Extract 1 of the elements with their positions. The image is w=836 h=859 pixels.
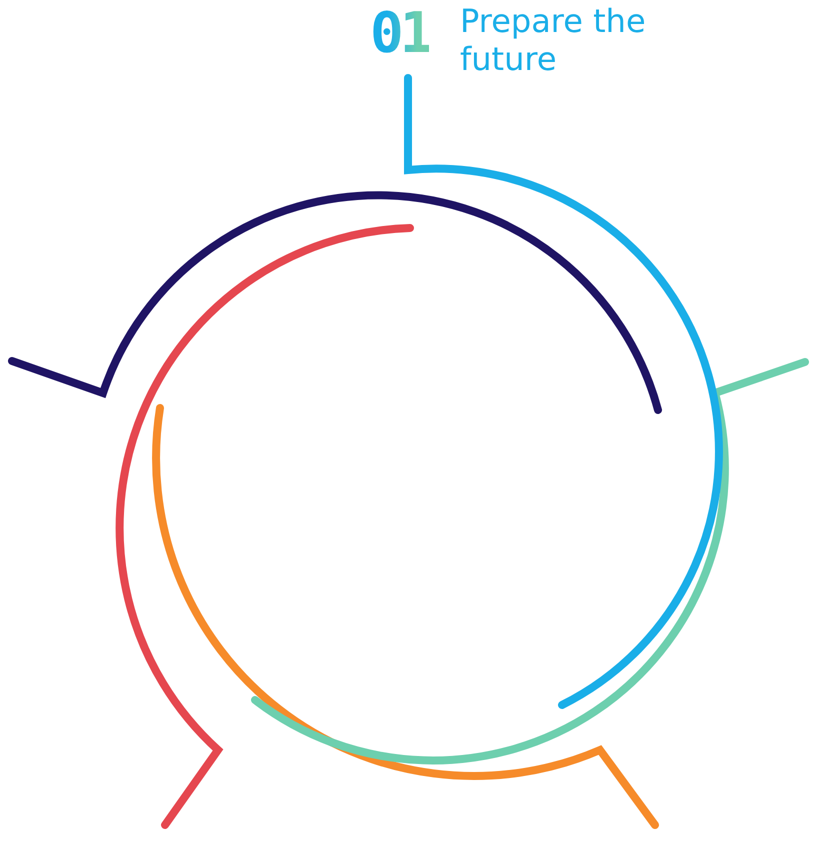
step-title: Prepare the future: [460, 2, 647, 78]
